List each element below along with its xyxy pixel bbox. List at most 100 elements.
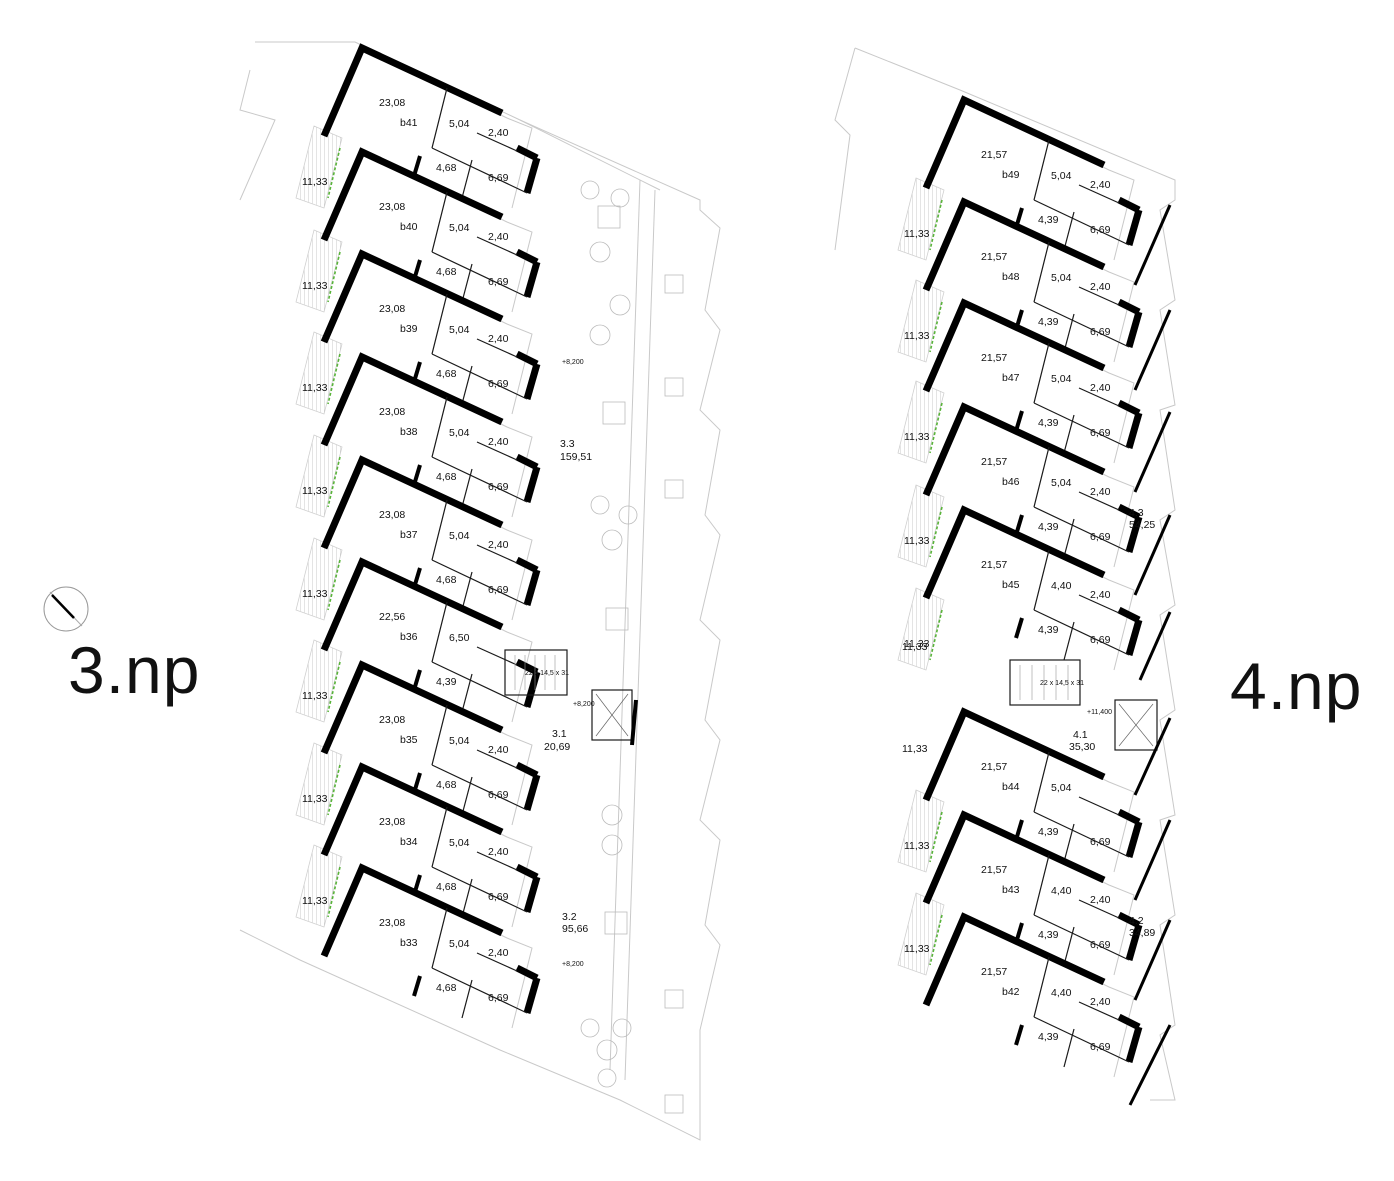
unit-area-b: 2,40 xyxy=(1090,996,1111,1008)
unit-wall xyxy=(922,95,1106,190)
unit-area-c: 4,68 xyxy=(436,368,457,380)
balcony-hatch xyxy=(295,844,343,928)
unit-wall xyxy=(922,402,1106,497)
unit-terrace-area: 11,33 xyxy=(904,840,930,852)
unit-area-c: 4,39 xyxy=(1038,316,1059,328)
unit-main-area: 23,08 xyxy=(379,714,405,726)
floor-4-extra-terraces: 11,33 11,33 xyxy=(902,641,928,755)
space-3-1-area: 20,69 xyxy=(544,741,570,753)
planting-strip xyxy=(327,661,341,713)
unit-area-a: 5,04 xyxy=(1051,170,1072,182)
unit-wall xyxy=(320,455,504,550)
unit-id: b37 xyxy=(400,529,418,541)
space-3-3-area: 159,51 xyxy=(560,451,592,463)
planting-strip xyxy=(327,559,341,611)
unit-main-area: 21,57 xyxy=(981,559,1007,571)
unit-area-c: 4,39 xyxy=(1038,624,1059,636)
planting-strip xyxy=(327,147,341,199)
unit-area-b: 2,40 xyxy=(488,436,509,448)
floor-label-4np: 4.np xyxy=(1230,649,1363,723)
unit-area-d: 6,69 xyxy=(1090,427,1111,439)
level-3-a: +8,200 xyxy=(562,359,584,366)
balcony-hatch xyxy=(897,789,945,873)
unit-wall xyxy=(320,249,504,344)
unit-id: b33 xyxy=(400,937,418,949)
stair-note-3: 22 x 14,5 x 31 xyxy=(525,670,569,677)
unit-area-d: 6,69 xyxy=(1090,531,1111,543)
balcony-hatch xyxy=(295,331,343,415)
unit-terrace-area: 11,33 xyxy=(302,690,328,702)
balcony-hatch xyxy=(295,537,343,621)
unit-main-area: 22,56 xyxy=(379,611,405,623)
unit-area-d: 6,69 xyxy=(488,584,509,596)
planting-strip xyxy=(929,811,943,863)
space-4-3-area: 54,25 xyxy=(1129,519,1155,531)
unit-area-a: 5,04 xyxy=(1051,373,1072,385)
space-3-3-code: 3.3 xyxy=(560,438,575,450)
balcony-hatch xyxy=(897,177,945,261)
unit-main-area: 23,08 xyxy=(379,97,405,109)
space-3-1-code: 3.1 xyxy=(552,728,567,740)
unit-wall xyxy=(922,810,1106,905)
unit-area-b: 2,40 xyxy=(1090,486,1111,498)
unit-area-b: 2,40 xyxy=(1090,281,1111,293)
floor-4-stair xyxy=(1009,659,1158,751)
unit-area-a: 4,40 xyxy=(1051,987,1072,999)
planting-strip xyxy=(327,456,341,508)
unit-area-a: 4,40 xyxy=(1051,580,1072,592)
unit-terrace-area: 11,33 xyxy=(904,431,930,443)
unit-id: b48 xyxy=(1002,271,1020,283)
unit-area-a: 5,04 xyxy=(449,324,470,336)
balcony-hatch xyxy=(295,229,343,313)
unit-terrace-area: 11,33 xyxy=(302,895,328,907)
unit-area-d: 6,69 xyxy=(488,891,509,903)
unit-main-area: 21,57 xyxy=(981,149,1007,161)
unit-wall xyxy=(320,557,504,652)
unit-main-area: 21,57 xyxy=(981,352,1007,364)
unit-terrace-area: 11,33 xyxy=(904,638,930,650)
planting-strip xyxy=(929,609,943,661)
unit-main-area: 21,57 xyxy=(981,966,1007,978)
unit-area-c: 4,39 xyxy=(1038,214,1059,226)
unit-area-a: 5,04 xyxy=(449,938,470,950)
unit-terrace-area: 11,33 xyxy=(302,485,328,497)
floor-4-outline xyxy=(834,47,1176,1101)
unit-area-d: 6,69 xyxy=(488,172,509,184)
unit-main-area: 21,57 xyxy=(981,864,1007,876)
unit-area-c: 4,68 xyxy=(436,471,457,483)
planting-strip xyxy=(327,251,341,303)
unit-wall xyxy=(320,43,504,138)
unit-area-c: 4,68 xyxy=(436,574,457,586)
level-3-c: +8,200 xyxy=(562,961,584,968)
balcony-hatch xyxy=(897,279,945,363)
unit-area-c: 4,68 xyxy=(436,881,457,893)
unit-area-a: 5,04 xyxy=(449,530,470,542)
unit-area-c: 4,68 xyxy=(436,266,457,278)
unit-terrace-area: 11,33 xyxy=(904,943,930,955)
level-3-b: +8,200 xyxy=(573,701,595,708)
unit-main-area: 23,08 xyxy=(379,201,405,213)
unit-terrace-area: 11,33 xyxy=(302,280,328,292)
unit-area-a: 5,04 xyxy=(1051,272,1072,284)
unit-area-c: 4,39 xyxy=(1038,521,1059,533)
unit-area-d: 6,69 xyxy=(488,276,509,288)
unit-area-c: 4,39 xyxy=(1038,929,1059,941)
unit-area-c: 4,68 xyxy=(436,982,457,994)
balcony-hatch xyxy=(897,892,945,976)
unit-wall xyxy=(320,762,504,857)
unit-area-c: 4,39 xyxy=(1038,1031,1059,1043)
unit-main-area: 23,08 xyxy=(379,406,405,418)
unit-area-a: 5,04 xyxy=(449,837,470,849)
